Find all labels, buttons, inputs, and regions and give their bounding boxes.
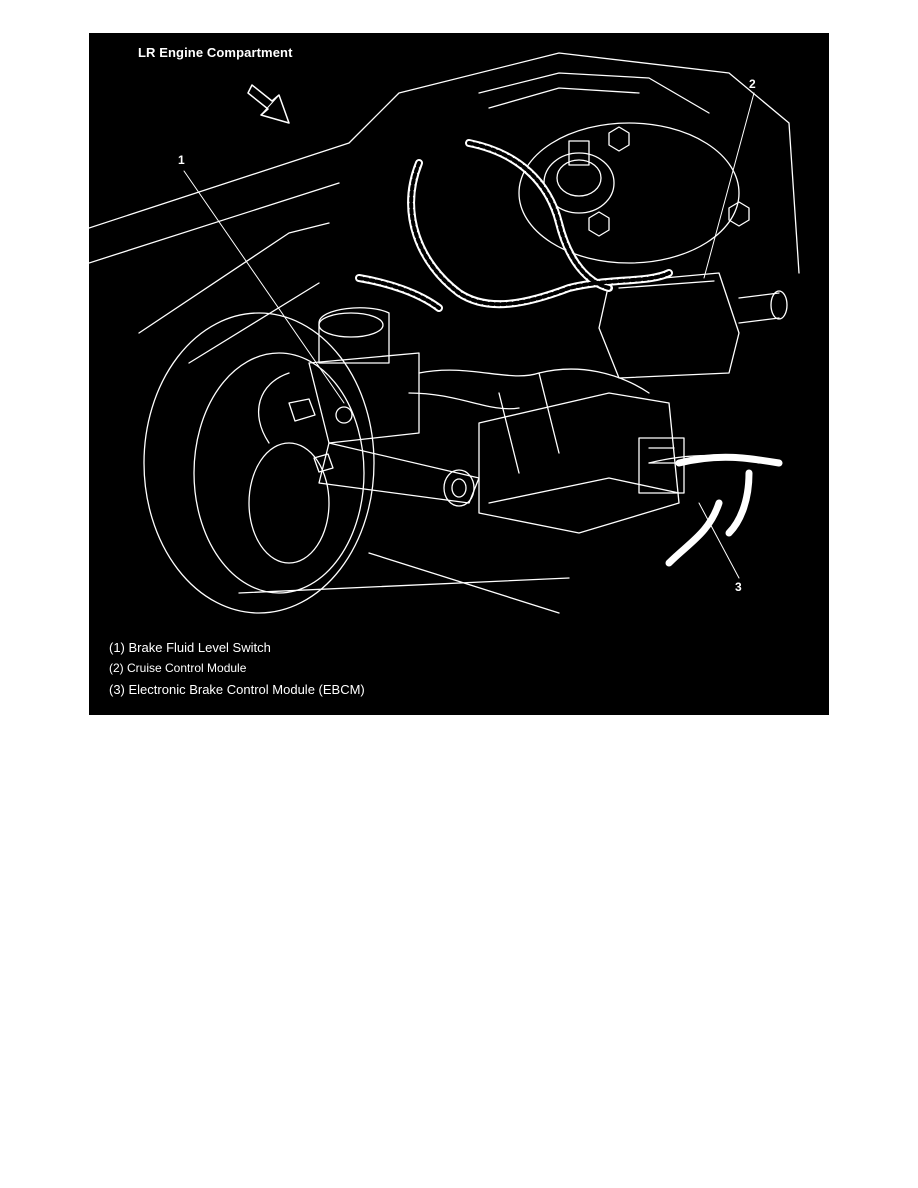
diagram-panel: LR Engine Compartment 1 2 3 (1) Brake Fl… — [89, 33, 829, 715]
ebcm-module — [478, 392, 685, 534]
callout-1: 1 — [178, 153, 185, 167]
strut-tower — [518, 122, 750, 264]
cruise-control-module — [598, 272, 788, 379]
fender-lines — [89, 52, 800, 364]
wiring-harness — [355, 139, 673, 312]
legend-item-2: (2) Cruise Control Module — [109, 661, 247, 675]
brake-lines — [258, 368, 760, 474]
callout-leaders — [183, 92, 755, 579]
callout-3: 3 — [735, 580, 742, 594]
wiring-harness-inner — [357, 141, 671, 310]
diagram-title: LR Engine Compartment — [138, 45, 293, 60]
legend: (1) Brake Fluid Level Switch (2) Cruise … — [109, 637, 365, 700]
legend-item-3: (3) Electronic Brake Control Module (EBC… — [109, 682, 365, 697]
ebcm-harness — [665, 453, 783, 567]
engine-compartment-illustration — [89, 52, 800, 614]
direction-arrow-icon — [247, 84, 290, 124]
callout-2: 2 — [749, 77, 756, 91]
master-cylinder — [288, 307, 480, 507]
legend-item-1: (1) Brake Fluid Level Switch — [109, 640, 271, 655]
brake-booster — [143, 312, 570, 614]
